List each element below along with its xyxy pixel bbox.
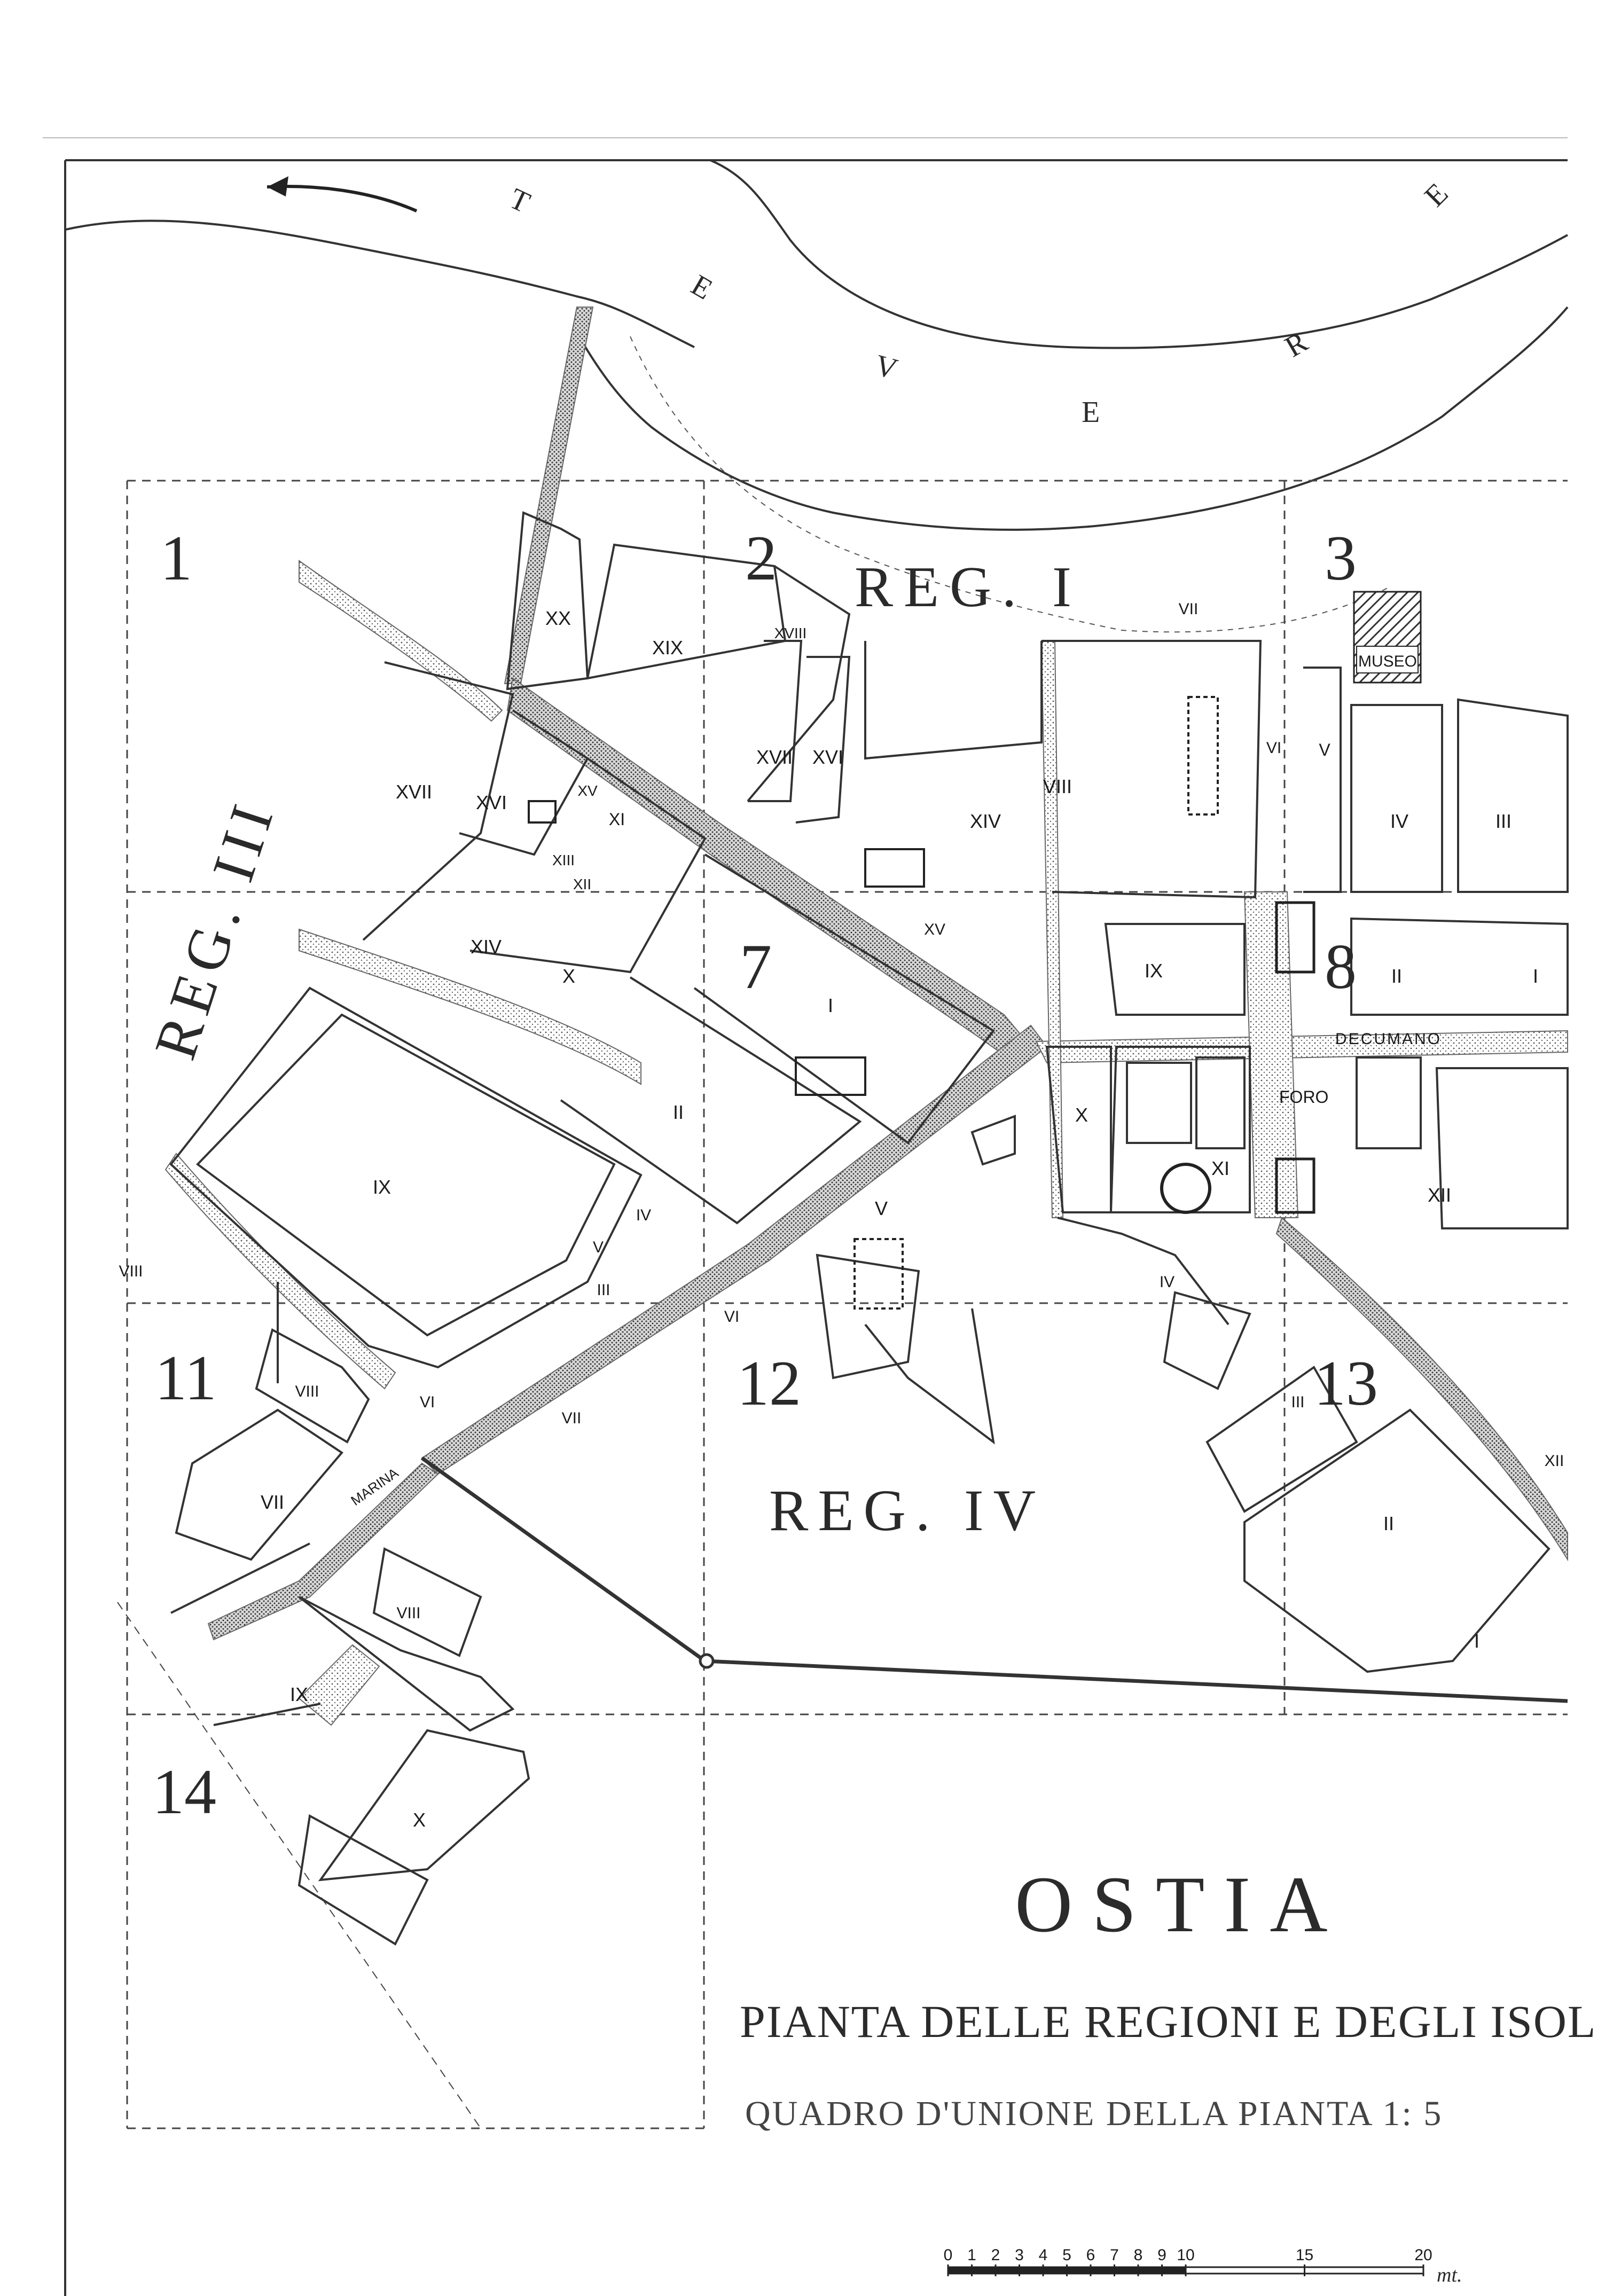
insula-label: X <box>1075 1104 1088 1126</box>
river-tevere <box>65 159 1569 633</box>
insula-label: XI <box>1211 1157 1230 1179</box>
map-title: OSTIA <box>1015 1860 1347 1949</box>
roads <box>165 307 1568 1726</box>
river-letter-2: E <box>686 269 718 307</box>
insula-label: XI <box>609 810 625 829</box>
insula-label: III <box>1291 1393 1304 1411</box>
sheet-numbers: 1 2 3 7 8 11 12 13 14 <box>152 522 1378 1827</box>
river-letter-6: E <box>1418 177 1454 213</box>
insula-label: II <box>1383 1513 1394 1534</box>
insula-label: II <box>673 1101 684 1123</box>
insula-label: XV <box>924 921 945 938</box>
insula-label: IX <box>1145 960 1163 982</box>
river-letter-1: T <box>505 182 535 220</box>
insula-label: VII <box>261 1491 284 1513</box>
scale-tick-label: 8 <box>1134 2246 1143 2264</box>
map-scale-caption: QUADRO D'UNIONE DELLA PIANTA 1: 5 <box>745 2094 1443 2133</box>
flow-arrow-icon <box>267 185 418 213</box>
sheet-number-1: 1 <box>160 522 192 593</box>
insula-label: VIII <box>119 1263 143 1280</box>
map-frame <box>43 137 1568 2296</box>
insula-label: VIII <box>396 1604 420 1622</box>
insula-label: VII <box>1179 600 1199 618</box>
scale-tick-label: 9 <box>1157 2246 1166 2264</box>
scale-tick-label: 4 <box>1039 2246 1048 2264</box>
sheet-number-8: 8 <box>1325 931 1357 1002</box>
scale-tick-label: 15 <box>1296 2246 1313 2264</box>
insula-label: XVI <box>476 792 507 813</box>
insula-label: VI <box>1266 739 1281 757</box>
scale-tick-label: 0 <box>944 2246 953 2264</box>
insula-label: III <box>1495 810 1512 832</box>
insula-label: VIII <box>295 1383 319 1400</box>
insula-label: XIV <box>970 810 1001 832</box>
insula-label: IV <box>1160 1273 1174 1291</box>
river-letter-5: R <box>1280 325 1314 364</box>
insula-label: XV <box>577 782 598 799</box>
decumano-label: DECUMANO <box>1335 1030 1442 1048</box>
region-iv-label: REG. IV <box>769 1478 1045 1543</box>
insula-label: XIV <box>471 936 502 958</box>
insula-label: IV <box>636 1206 651 1224</box>
scale-tick-label: 2 <box>991 2246 1000 2264</box>
sheet-grid <box>117 480 1568 2129</box>
river-letter-3: V <box>872 349 901 386</box>
scale-tick-label: 20 <box>1414 2246 1432 2264</box>
scale-tick-label: 3 <box>1015 2246 1024 2264</box>
insula-label: XII <box>1428 1184 1451 1206</box>
insula-label: XII <box>573 876 591 892</box>
insula-label: VI <box>420 1393 435 1411</box>
sheet-number-12: 12 <box>737 1347 801 1419</box>
scale-unit: mt. <box>1437 2264 1462 2286</box>
insula-label: V <box>875 1197 888 1219</box>
insula-label: VI <box>724 1308 739 1326</box>
insula-label: XII <box>1545 1452 1564 1470</box>
insula-label: VIII <box>1043 775 1072 797</box>
sheet-number-13: 13 <box>1314 1347 1378 1419</box>
insula-label: II <box>1391 965 1402 987</box>
foro-label: FORO <box>1279 1087 1328 1107</box>
river-letter-4: E <box>1082 396 1100 429</box>
scale-tick-label: 5 <box>1062 2246 1071 2264</box>
insula-label: XVII <box>396 781 432 803</box>
insula-label: V <box>593 1239 604 1256</box>
insula-label: XIX <box>652 637 683 659</box>
insula-label: XVIII <box>774 625 807 641</box>
insula-label: XVII <box>756 746 793 768</box>
insula-label: X <box>562 965 575 987</box>
insula-label: VII <box>562 1409 582 1427</box>
river-lettering: T E V E R E <box>505 177 1455 429</box>
insula-labels: XX XIX XVIII XVII XVI XVII XVI XV XI XII… <box>119 600 1564 1831</box>
sheet-number-3: 3 <box>1325 522 1357 593</box>
insula-label: IX <box>290 1683 308 1705</box>
sheet-number-7: 7 <box>740 931 772 1002</box>
region-i-label: REG. I <box>855 555 1082 619</box>
structures <box>528 696 1315 1310</box>
insula-label: V <box>1319 740 1330 759</box>
insula-label: X <box>413 1809 426 1831</box>
sheet-number-14: 14 <box>152 1756 216 1827</box>
insula-label: IX <box>373 1176 391 1198</box>
sheet-number-2: 2 <box>745 522 777 593</box>
map-subtitle: PIANTA DELLE REGIONI E DEGLI ISOL <box>740 1996 1597 2047</box>
scale-tick-label: 6 <box>1086 2246 1095 2264</box>
insula-label: XX <box>545 607 571 629</box>
insula-label: III <box>597 1281 610 1299</box>
region-iii-label: REG. III <box>142 790 288 1067</box>
insula-label: XVI <box>812 746 843 768</box>
sheet-number-11: 11 <box>155 1342 217 1413</box>
insula-label: I <box>828 994 833 1016</box>
insula-label: I <box>1533 965 1538 987</box>
insula-label: IV <box>1390 810 1408 832</box>
insula-label: I <box>1474 1630 1479 1652</box>
scale-tick-label: 7 <box>1110 2246 1119 2264</box>
scale-tick-label: 1 <box>967 2246 976 2264</box>
insula-label: XIII <box>552 852 575 868</box>
scale-tick-label: 10 <box>1177 2246 1194 2264</box>
building-blocks <box>169 511 1569 1946</box>
museo-label: MUSEO <box>1358 653 1417 670</box>
